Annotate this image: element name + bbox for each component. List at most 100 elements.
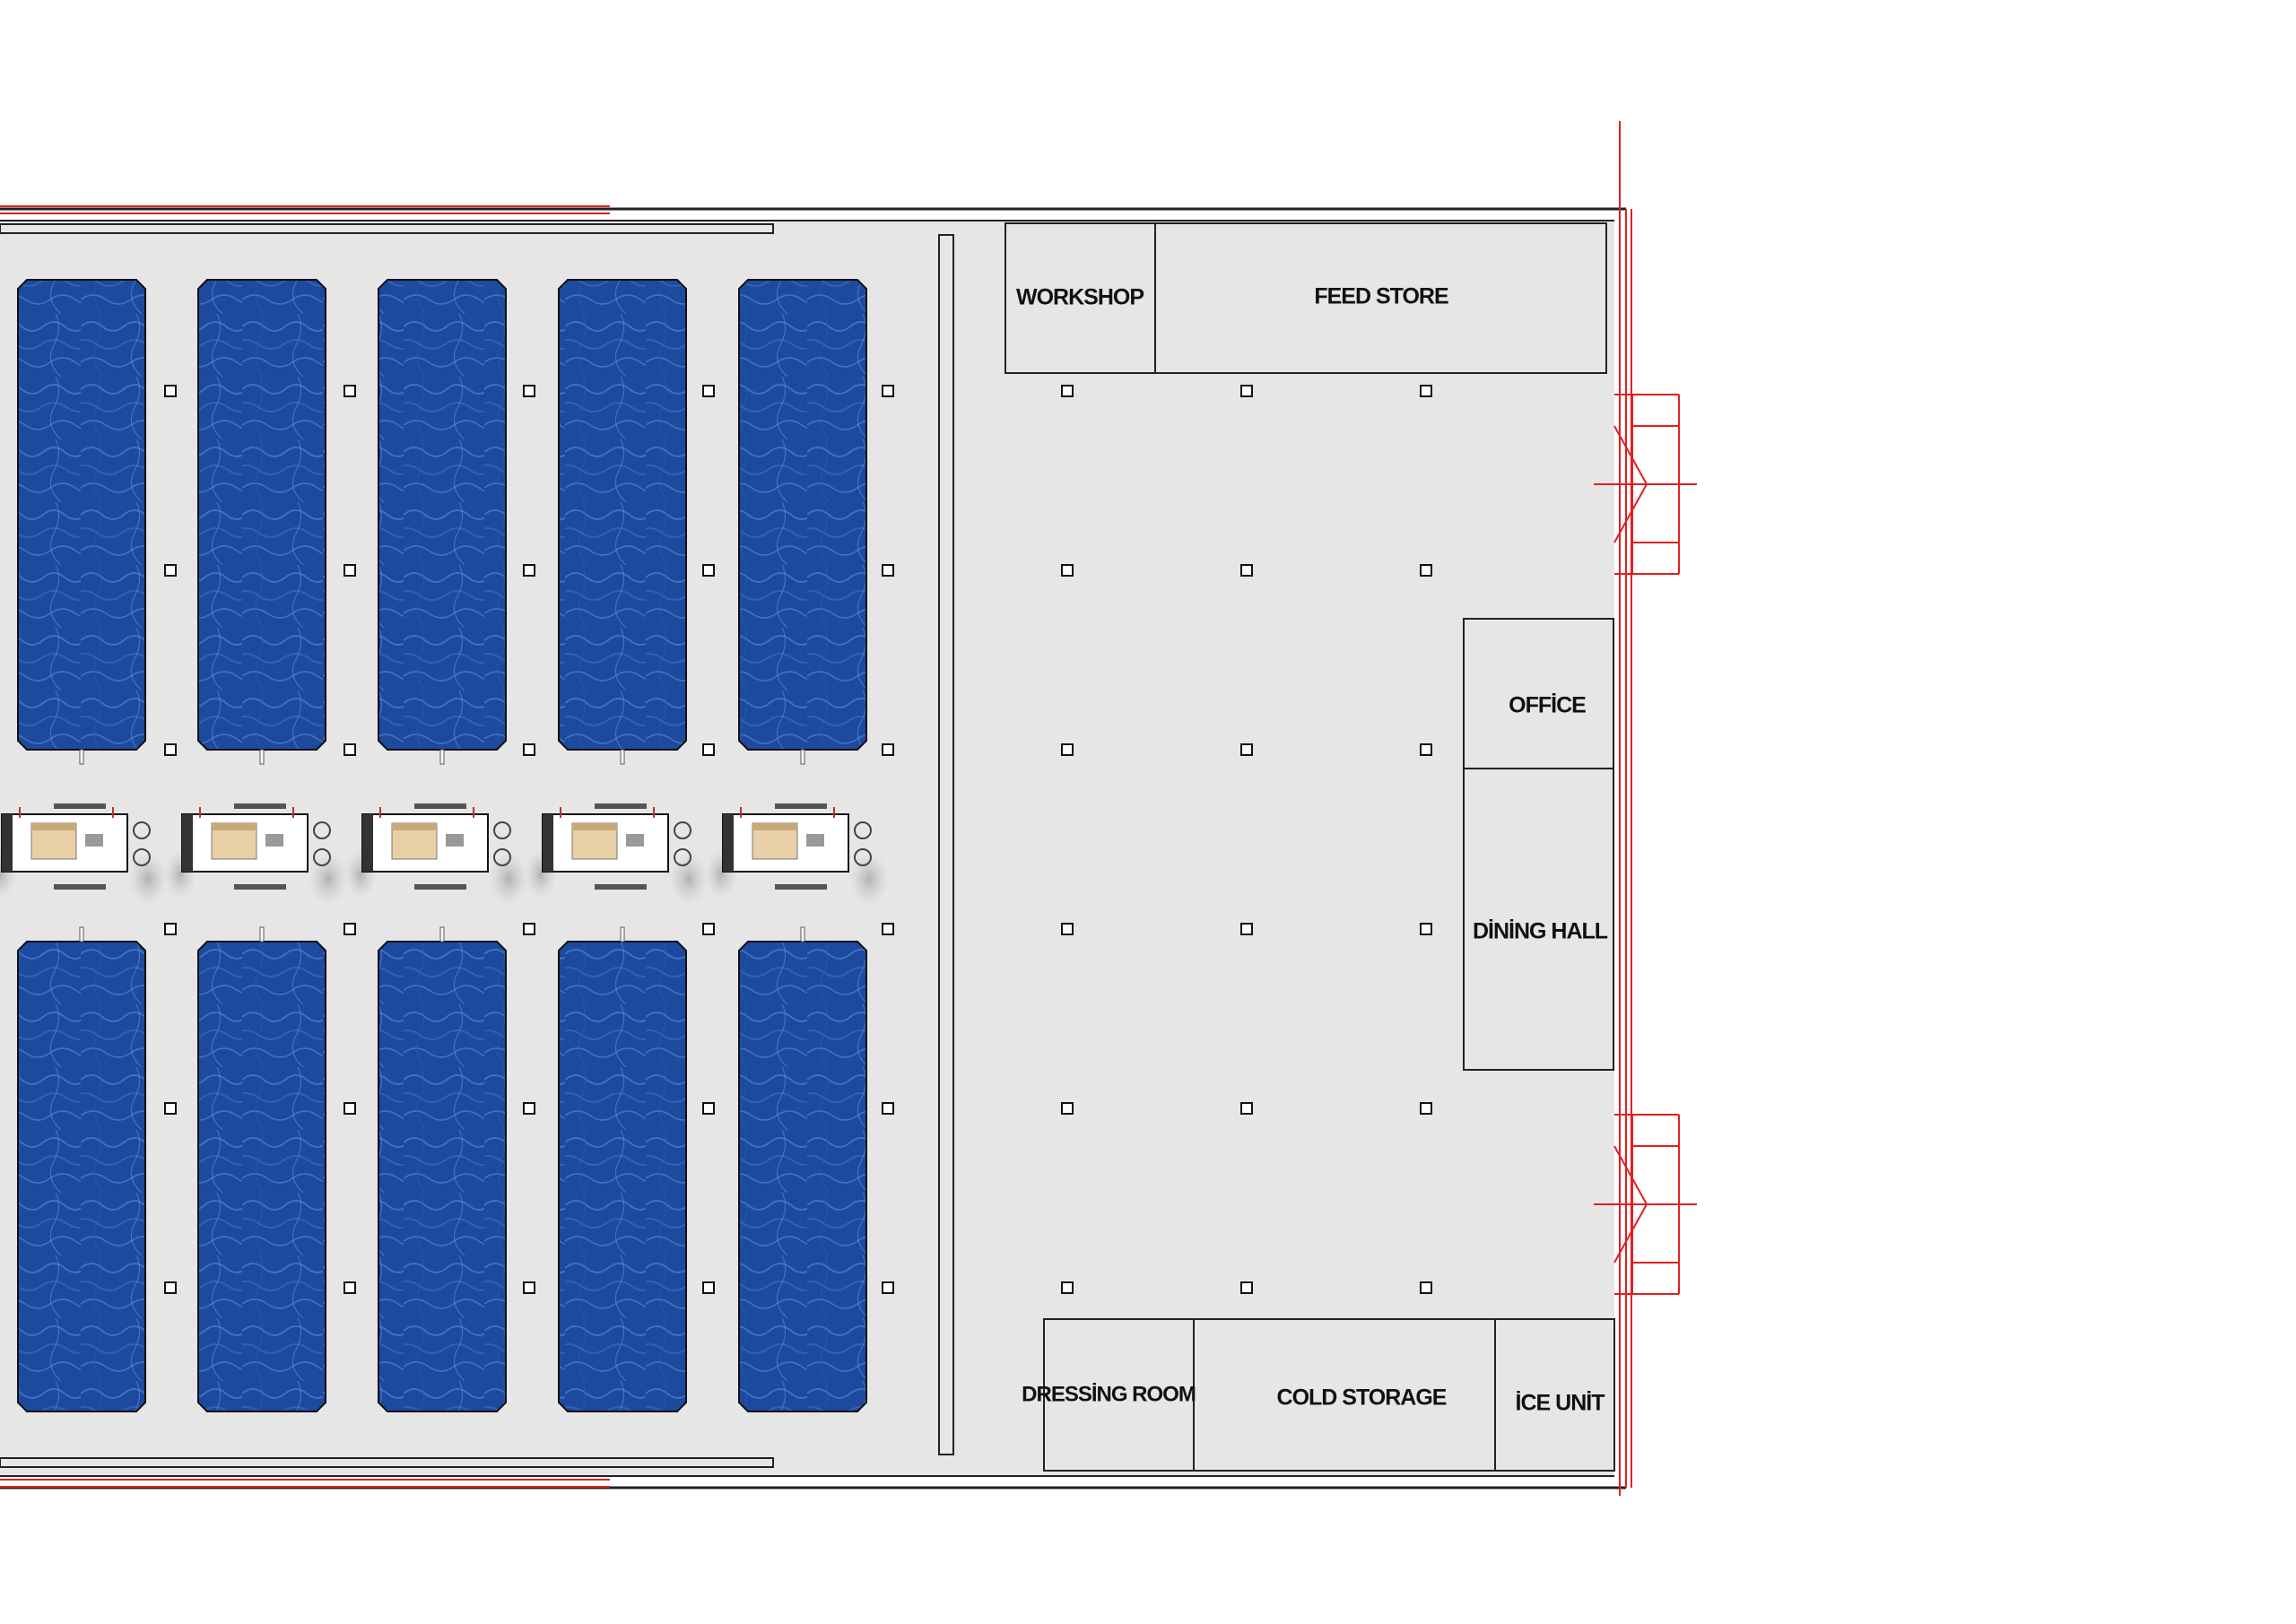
structural-column: [1061, 743, 1074, 756]
structural-column: [1420, 1281, 1432, 1294]
pond-outlet-pipe: [259, 926, 265, 942]
structural-column: [702, 743, 715, 756]
structural-column: [702, 923, 715, 935]
paddlewheel-aerator: [344, 803, 528, 906]
structural-column: [164, 564, 177, 577]
pond-outlet-pipe: [620, 749, 625, 765]
aerator-bearing: [85, 834, 103, 847]
structural-column: [344, 1102, 356, 1115]
structural-column: [1061, 923, 1074, 935]
structural-column: [164, 923, 177, 935]
gearbox-top: [212, 823, 257, 830]
aerator-bearing: [446, 834, 464, 847]
aerator-bearing: [626, 834, 644, 847]
gearbox-top: [752, 823, 797, 830]
room-ice-unit: [1494, 1318, 1615, 1472]
structural-column: [1420, 923, 1432, 935]
structural-column: [523, 923, 535, 935]
paddle-wheel: [854, 848, 872, 866]
aerator-shaft-bottom: [595, 884, 647, 890]
structural-column: [1420, 385, 1432, 397]
label-cold-storage: COLD STORAGE: [1277, 1385, 1447, 1411]
structural-column: [1420, 564, 1432, 577]
structural-column: [164, 743, 177, 756]
structural-column: [344, 923, 356, 935]
fish-pond: [378, 941, 507, 1412]
aerator-motor-block: [543, 814, 553, 872]
aerator-group: [0, 803, 889, 906]
gearbox-top: [31, 823, 76, 830]
structural-column: [702, 1281, 715, 1294]
paddle-wheel: [493, 821, 511, 839]
label-workshop: WORKSHOP: [1016, 285, 1144, 310]
paddlewheel-aerator: [164, 803, 348, 906]
structural-column: [523, 564, 535, 577]
pond-outlet-pipe: [800, 749, 805, 765]
aerator-shaft-top: [414, 803, 466, 809]
structural-column: [1240, 385, 1253, 397]
fish-pond: [378, 279, 507, 751]
aerator-shaft-bottom: [414, 884, 466, 890]
structural-column: [702, 385, 715, 397]
structural-column: [344, 564, 356, 577]
gearbox-top: [572, 823, 617, 830]
aerator-shaft-bottom: [54, 884, 106, 890]
paddle-wheel: [313, 848, 331, 866]
structural-column: [1061, 564, 1074, 577]
structural-column: [1061, 385, 1074, 397]
structural-column: [1240, 1281, 1253, 1294]
structural-column: [1240, 923, 1253, 935]
room-dressing-room: [1043, 1318, 1195, 1472]
room-labels: WORKSHOP FEED STORE OFFİCE DİNİNG HALL D…: [1016, 284, 1609, 1416]
pond-group: [17, 279, 867, 1412]
structural-column: [164, 1281, 177, 1294]
label-dressing-room: DRESSİNG ROOM: [1022, 1382, 1196, 1406]
aerator-shaft-top: [54, 803, 106, 809]
aerator-motor-block: [2, 814, 13, 872]
pond-outlet-pipe: [79, 926, 84, 942]
pond-outlet-pipe: [439, 926, 445, 942]
structural-column: [344, 1281, 356, 1294]
fish-pond: [197, 279, 326, 751]
gearbox-top: [392, 823, 437, 830]
door-bottom: [1594, 1114, 1697, 1295]
paddle-wheel: [854, 821, 872, 839]
structural-column: [1420, 1102, 1432, 1115]
structural-column: [1061, 1102, 1074, 1115]
structural-column: [702, 564, 715, 577]
paddlewheel-aerator: [0, 803, 168, 906]
aerator-shaft-top: [775, 803, 827, 809]
paddle-wheel: [133, 848, 151, 866]
structural-column: [523, 385, 535, 397]
structural-column: [1240, 564, 1253, 577]
aerator-motor-block: [362, 814, 373, 872]
structural-column: [702, 1102, 715, 1115]
structural-column: [882, 743, 894, 756]
structural-column: [1240, 743, 1253, 756]
structural-column: [882, 1281, 894, 1294]
pond-outlet-pipe: [439, 749, 445, 765]
room-cold-storage: [1193, 1318, 1496, 1472]
aerator-motor-block: [723, 814, 734, 872]
room-dining-hall: [1463, 768, 1614, 1071]
aerator-bearing: [265, 834, 283, 847]
fish-pond: [558, 279, 687, 751]
label-dining-hall: DİNİNG HALL: [1473, 919, 1608, 944]
structural-column: [882, 923, 894, 935]
aerator-shaft-bottom: [775, 884, 827, 890]
partition-wall: [938, 234, 954, 1455]
aerator-bearing: [806, 834, 824, 847]
room-office: [1463, 618, 1614, 769]
pond-outlet-pipe: [620, 926, 625, 942]
fish-pond: [738, 279, 867, 751]
paddle-wheel: [133, 821, 151, 839]
label-feed-store: FEED STORE: [1314, 284, 1448, 309]
pond-outlet-pipe: [79, 749, 84, 765]
structural-column: [164, 1102, 177, 1115]
structural-column: [523, 743, 535, 756]
paddle-wheel: [493, 848, 511, 866]
structural-column: [882, 385, 894, 397]
structural-column: [1420, 743, 1432, 756]
paddlewheel-aerator: [705, 803, 889, 906]
structural-column: [344, 743, 356, 756]
